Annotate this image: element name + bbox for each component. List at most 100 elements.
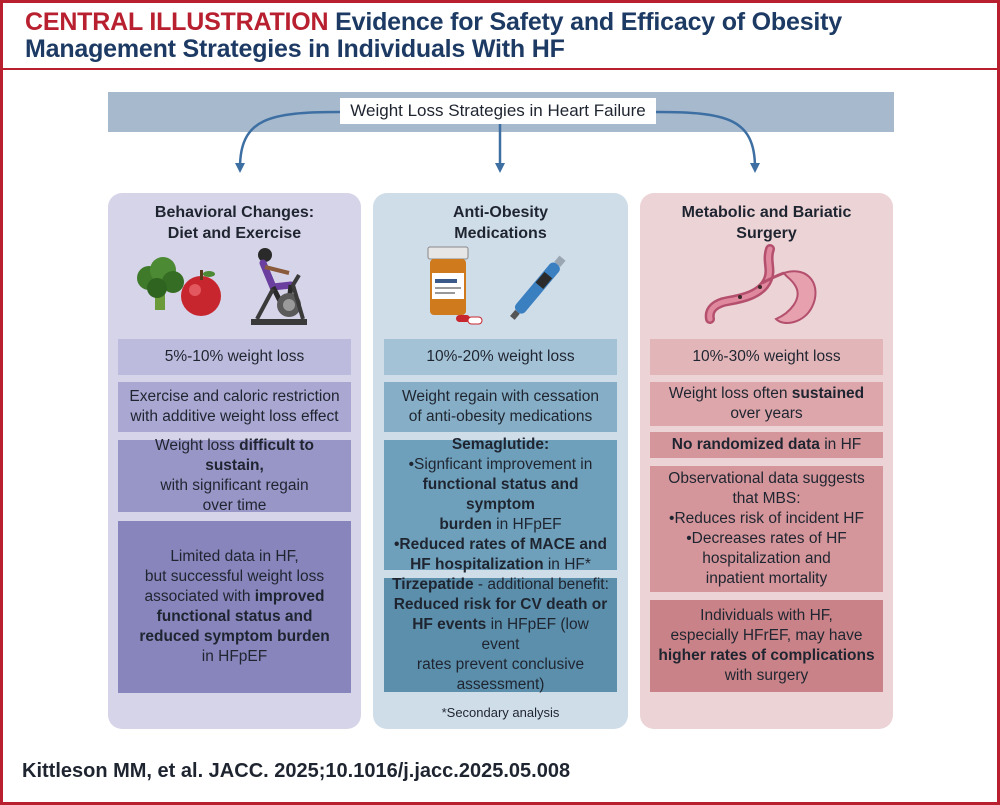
stomach-icon <box>704 244 817 324</box>
medications-weight-loss-range: 10%-20% weight loss <box>384 339 617 375</box>
box-text: assessment) <box>456 676 545 693</box>
surgery-weight-loss-range: 10%-30% weight loss <box>650 339 883 375</box>
box-text: with additive weight loss effect <box>130 408 339 425</box>
arrow-right <box>655 110 760 173</box>
behavioral-weight-loss-range: 5%-10% weight loss <box>118 339 351 375</box>
column-title-line: Surgery <box>736 225 797 242</box>
box-text: Reduced risk for CV death or <box>394 595 608 615</box>
text-run: associated with <box>144 588 255 605</box>
secondary-analysis-footnote: *Secondary analysis <box>441 705 560 720</box>
central-illustration-label: CENTRAL ILLUSTRATION <box>25 8 329 36</box>
box-text: but successful weight loss <box>144 568 325 585</box>
text-run-bold: Tirzepatide <box>392 576 474 593</box>
text-run: in HF* <box>543 556 591 573</box>
box-text: that MBS: <box>732 490 801 507</box>
text-run-bold: HF hospitalization <box>410 556 544 573</box>
box-text: HF events in HFpEF (low event <box>392 615 609 655</box>
box-text: •Decreases rates of HF <box>686 530 847 547</box>
box-text: No randomized data in HF <box>672 435 861 455</box>
box-text: Weight loss often sustained <box>669 384 864 404</box>
text-run-bold: sustained <box>791 385 865 402</box>
box-text: •Reduces risk of incident HF <box>669 510 864 527</box>
banner-title: Weight Loss Strategies in Heart Failure <box>340 98 656 124</box>
header-divider <box>3 68 997 70</box>
box-text: •Reduced rates of MACE and <box>394 535 607 555</box>
text-run: in HF <box>819 436 862 453</box>
arrow-left <box>235 110 341 173</box>
text-run: - additional benefit: <box>473 576 609 593</box>
box-text: functional status and <box>157 607 313 627</box>
box-text: functional status and symptom <box>392 475 609 515</box>
behavioral-sustain-box: Weight loss difficult to sustain, with s… <box>118 437 351 514</box>
box-text: HF hospitalization in HF* <box>410 555 591 575</box>
surgery-observational-box: Observational data suggests that MBS: •R… <box>650 466 883 592</box>
column-medications-title: Anti-Obesity Medications <box>373 202 628 244</box>
box-text: Individuals with HF, <box>700 607 833 624</box>
medications-regain-box: Weight regain with cessation of anti-obe… <box>384 382 617 432</box>
box-text: reduced symptom burden <box>139 627 329 647</box>
box-text: with significant regain <box>160 477 309 494</box>
box-text: with surgery <box>724 667 809 684</box>
text-run-bold: functional status and symptom <box>422 476 579 513</box>
injection-pen-icon <box>510 255 566 320</box>
box-text: 5%-10% weight loss <box>164 348 305 365</box>
behavioral-exercise-box: Exercise and caloric restriction with ad… <box>118 382 351 432</box>
box-text: associated with improved <box>144 587 324 607</box>
box-text: 10%-20% weight loss <box>426 348 575 365</box>
box-text: Exercise and caloric restriction <box>129 388 340 405</box>
box-text: higher rates of complications <box>658 646 874 666</box>
broccoli-icon <box>137 257 184 310</box>
text-run-bold: difficult to sustain, <box>205 437 315 474</box>
exercise-bike-icon <box>251 248 307 325</box>
text-run-bold: burden <box>439 516 492 533</box>
behavioral-evidence-box: Limited data in HF, but successful weigh… <box>118 521 351 693</box>
text-run: in HFpEF <box>491 516 562 533</box>
text-run-bold: Semaglutide: <box>451 436 550 453</box>
text-run-bold: reduced symptom burden <box>139 628 330 645</box>
figure-header: CENTRAL ILLUSTRATION Evidence for Safety… <box>3 3 997 67</box>
box-text: over years <box>730 405 803 422</box>
box-text: over time <box>202 497 267 514</box>
text-run-bold: •Reduced rates of MACE and <box>394 536 607 553</box>
text-run-bold: HF events <box>412 616 487 633</box>
apple-icon <box>181 270 221 316</box>
box-text: rates prevent conclusive <box>416 656 585 673</box>
text-run: Weight loss <box>154 437 240 454</box>
surgery-randomized-box: No randomized data in HF <box>650 432 883 458</box>
text-run: Weight loss often <box>668 385 792 402</box>
column-title-line: Anti-Obesity <box>452 204 549 221</box>
diet-illustration <box>137 257 221 316</box>
box-text: in HFpEF <box>201 648 268 665</box>
tirzepatide-box: Tirzepatide - additional benefit: Reduce… <box>384 575 617 693</box>
header-line-1: CENTRAL ILLUSTRATION Evidence for Safety… <box>25 9 997 36</box>
box-text: of anti-obesity medications <box>408 408 593 425</box>
semaglutide-box: Semaglutide: •Signficant improvement in … <box>384 436 617 573</box>
column-title-line: Diet and Exercise <box>167 225 302 242</box>
column-surgery-title: Metabolic and Bariatic Surgery <box>640 202 893 244</box>
column-title-line: Behavioral Changes: <box>154 204 315 221</box>
box-text: inpatient mortality <box>705 570 828 587</box>
box-text: especially HFrEF, may have <box>670 627 863 644</box>
box-text: hospitalization and <box>702 550 831 567</box>
box-text: burden in HFpEF <box>439 515 561 535</box>
box-text: Weight loss difficult to sustain, <box>126 436 343 476</box>
text-run-bold: functional status and <box>156 608 313 625</box>
column-title-line: Metabolic and Bariatic <box>681 204 852 221</box>
text-run-bold: Reduced risk for CV death or <box>393 596 608 613</box>
citation: Kittleson MM, et al. JACC. 2025;10.1016/… <box>22 760 571 782</box>
text-run-bold: No randomized data <box>671 436 820 453</box>
surgery-complications-box: Individuals with HF, especially HFrEF, m… <box>650 600 883 692</box>
text-run: in HFpEF (low event <box>481 616 589 653</box>
header-title-part1: Evidence for Safety and Efficacy of Obes… <box>335 8 842 36</box>
column-behavioral-title: Behavioral Changes: Diet and Exercise <box>108 202 361 244</box>
box-text: Limited data in HF, <box>170 548 299 565</box>
header-title-part2: Management Strategies in Individuals Wit… <box>25 35 565 63</box>
box-text: Tirzepatide - additional benefit: <box>392 575 609 595</box>
text-run-bold: higher rates of complications <box>658 647 875 664</box>
pill-bottle-icon <box>427 246 483 325</box>
box-text: Semaglutide: <box>452 435 549 455</box>
box-text: •Signficant improvement in <box>408 456 593 473</box>
box-text: 10%-30% weight loss <box>692 348 841 365</box>
surgery-sustained-box: Weight loss often sustained over years <box>650 382 883 426</box>
